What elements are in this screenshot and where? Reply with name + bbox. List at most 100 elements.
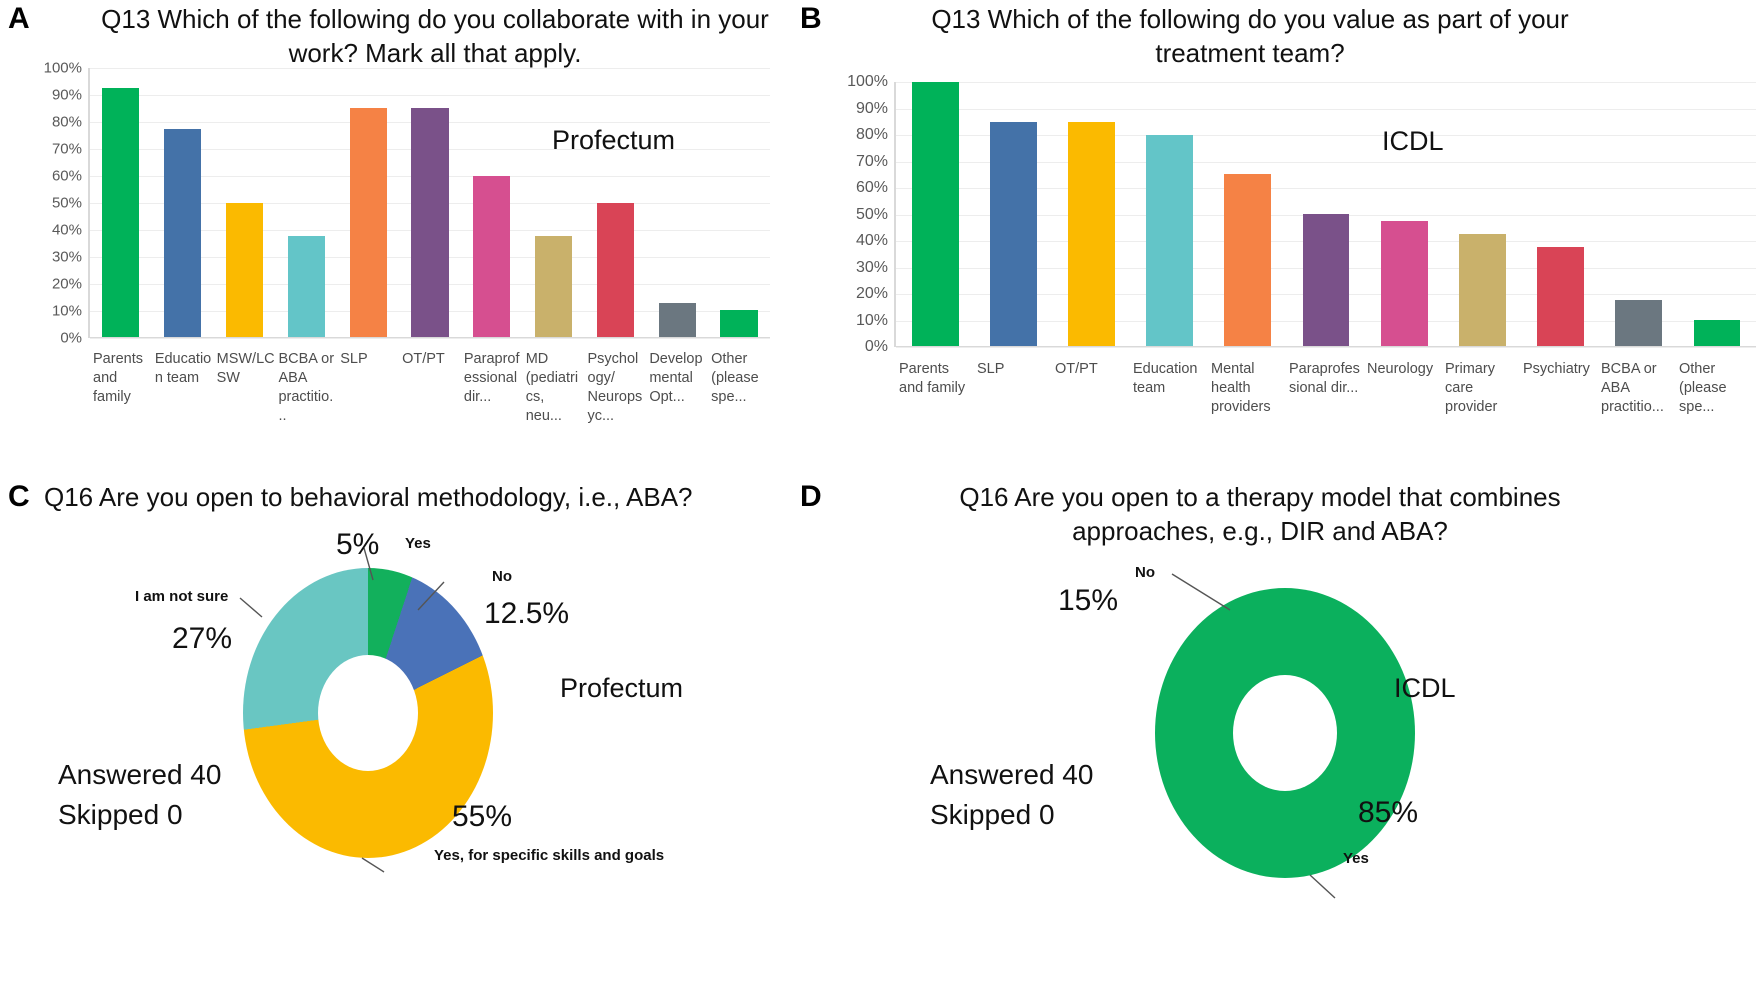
panel-d-skipped: Skipped 0 <box>930 798 1055 830</box>
panel-d-value-yes: 85% <box>1358 796 1419 829</box>
bar[interactable] <box>164 128 202 337</box>
bar[interactable] <box>1380 220 1428 346</box>
y-axis-tick: 80% <box>855 126 888 143</box>
bar[interactable] <box>596 202 634 337</box>
panel-c-brand-label: Profectum <box>560 673 684 703</box>
bar-slot <box>399 68 461 337</box>
bar[interactable] <box>911 82 959 346</box>
panel-c-leader-lines <box>239 547 445 873</box>
x-axis-label: Primary care provider <box>1445 361 1498 416</box>
x-axis-label: BCBA or ABA practitio... <box>1601 361 1664 416</box>
x-axis-label: Parents and family <box>899 361 966 397</box>
bar[interactable] <box>720 310 758 337</box>
x-axis-label: Neurology <box>1367 361 1434 377</box>
bar[interactable] <box>535 236 573 337</box>
x-axis-label: Parents and family <box>93 351 143 406</box>
y-axis-tick: 90% <box>51 86 82 104</box>
panel-d-brand-label: ICDL <box>1394 673 1456 703</box>
gridline <box>896 347 1756 348</box>
y-axis-tick: 40% <box>855 232 888 249</box>
panel-c-value-not-sure: 27% <box>172 622 233 655</box>
x-axis-label: Developmental Opt... <box>649 351 703 406</box>
bar-slot <box>1287 82 1365 346</box>
panel-a-bar-chart: 100%90%80%70%60%50%40%30%20%10%0% Parent… <box>0 0 790 470</box>
bar[interactable] <box>1615 299 1663 346</box>
x-axis-label: Education team <box>1133 361 1198 397</box>
y-axis-tick: 80% <box>51 113 82 131</box>
bar-slot <box>275 68 337 337</box>
y-axis-tick: 30% <box>855 258 888 276</box>
y-axis-tick: 100% <box>847 73 888 90</box>
x-axis-label: OT/PT <box>1055 361 1098 377</box>
bar-slot <box>461 68 523 337</box>
y-axis-tick: 20% <box>51 275 82 293</box>
panel-c-label-not-sure: I am not sure <box>135 588 229 605</box>
panel-b: B Q13 Which of the following do you valu… <box>790 0 1761 470</box>
bar[interactable] <box>1302 214 1350 346</box>
panel-d-answered: Answered 40 <box>930 759 1094 790</box>
panel-b-brand-label: ICDL <box>1382 126 1444 156</box>
x-axis-label: OT/PT <box>402 351 445 367</box>
bar[interactable] <box>473 175 511 337</box>
bar-slot <box>152 68 214 337</box>
gridline <box>90 68 770 69</box>
x-axis-label: Education team <box>154 351 212 387</box>
panel-d-response-counts: Answered 40 Skipped 0 <box>930 755 1093 835</box>
gridline <box>90 338 770 339</box>
bar[interactable] <box>1693 319 1741 346</box>
y-axis-tick: 50% <box>855 205 888 223</box>
panel-a-y-axis: 100%90%80%70%60%50%40%30%20%10%0% <box>0 0 82 470</box>
y-axis-tick: 60% <box>855 179 888 196</box>
panel-c-response-counts: Answered 40 Skipped 0 <box>58 755 221 835</box>
y-axis-tick: 30% <box>51 248 82 266</box>
gridline <box>896 108 1756 110</box>
x-axis-label: MSW/LCSW <box>216 351 275 387</box>
panel-c-value-no: 12.5% <box>484 597 570 630</box>
bar[interactable] <box>1146 134 1194 346</box>
panel-c-answered: Answered 40 <box>58 759 222 790</box>
bar[interactable] <box>411 108 449 337</box>
panel-c-skipped: Skipped 0 <box>58 798 183 830</box>
panel-d-value-no: 15% <box>1058 584 1119 617</box>
panel-d: D Q16 Are you open to a therapy model th… <box>790 470 1761 981</box>
y-axis-tick: 0% <box>60 329 82 347</box>
bar[interactable] <box>1224 174 1272 346</box>
bar[interactable] <box>658 303 696 337</box>
bar-slot <box>214 68 276 337</box>
y-axis-tick: 70% <box>51 140 82 158</box>
panel-d-label-yes: Yes <box>1343 850 1369 867</box>
x-axis-label: Psychology/ Neuropsyc... <box>587 351 643 425</box>
y-axis-tick: 90% <box>855 99 888 117</box>
bar-slot <box>1600 82 1678 346</box>
gridline <box>896 188 1756 189</box>
bar-slot <box>1443 82 1521 346</box>
bar[interactable] <box>102 88 140 337</box>
panel-c-label-specific: Yes, for specific skills and goals <box>434 847 665 864</box>
bar[interactable] <box>1458 233 1506 346</box>
bar-slot <box>1678 82 1756 346</box>
bar[interactable] <box>287 236 325 337</box>
gridline <box>896 135 1756 136</box>
panel-b-bar-chart: 100%90%80%70%60%50%40%30%20%10%0% Parent… <box>790 0 1761 470</box>
bar-slot <box>1209 82 1287 346</box>
panel-d-leader-lines <box>1171 573 1336 899</box>
bar[interactable] <box>349 108 387 337</box>
x-axis-label: Other (please spe... <box>711 351 759 406</box>
bar-slot <box>585 68 647 337</box>
panel-b-bars <box>896 82 1756 346</box>
y-axis-tick: 50% <box>51 194 82 212</box>
bar[interactable] <box>225 202 264 337</box>
bar[interactable] <box>989 121 1037 346</box>
x-axis-label: Other (please spe... <box>1679 361 1727 416</box>
bar-slot <box>1052 82 1130 346</box>
panel-b-y-axis: 100%90%80%70%60%50%40%30%20%10%0% <box>790 0 888 470</box>
bar[interactable] <box>1537 247 1585 346</box>
y-axis-tick: 100% <box>43 59 82 77</box>
bar[interactable] <box>1068 121 1115 346</box>
x-axis-label: Mental health providers <box>1211 361 1271 416</box>
y-axis-tick: 20% <box>855 285 888 302</box>
bar-slot <box>896 82 974 346</box>
